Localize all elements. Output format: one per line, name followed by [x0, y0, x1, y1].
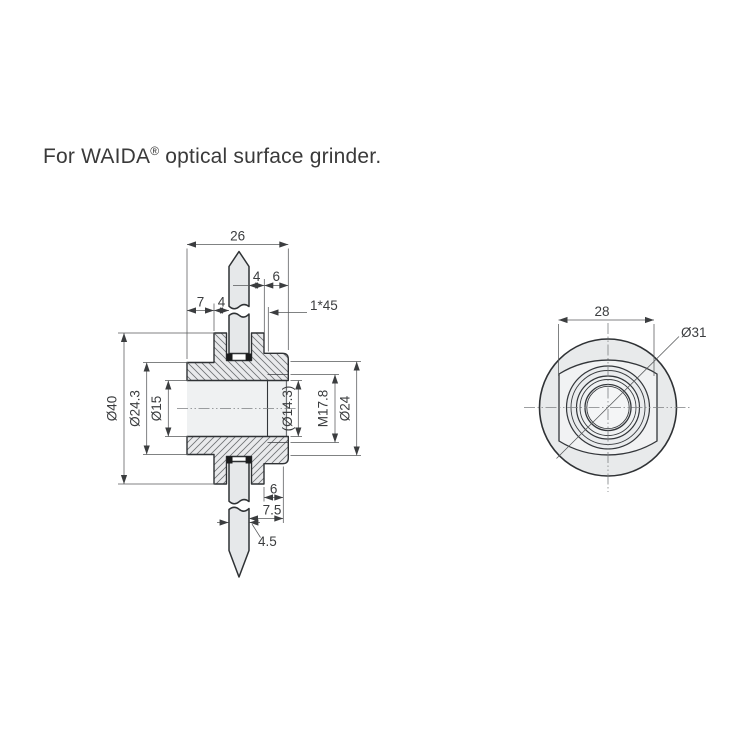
slot-gap-marks [226, 353, 252, 464]
dim-outer-dia-label: Ø31 [681, 325, 707, 340]
dim-end-length-label: 7.5 [263, 503, 282, 518]
dim-top-right-a-label: 4 [253, 269, 261, 284]
dim-top-left-a-label: 7 [197, 295, 205, 310]
section-lower-hatch [186, 435, 289, 485]
dim-chamfer-left-b-label: 4 [218, 295, 226, 310]
dim-top-right-b-label: 6 [273, 269, 281, 284]
side-dimensions [118, 241, 361, 538]
pin-top-piece [228, 250, 250, 310]
section-upper-hatch [186, 332, 289, 382]
dim-overall-width-label: 26 [230, 229, 245, 244]
bore-inner-circle [586, 385, 630, 430]
title-text: For WAIDA [43, 145, 151, 168]
dim-bore-dia-label: Ø15 [149, 396, 164, 422]
dim-thread-label: M17.8 [316, 390, 331, 428]
dim-chamfer-note-label: 1*45 [310, 298, 338, 313]
side-view: 26 4 6 7 4 1*45 Ø40 Ø24.3 Ø15 (Ø14.3) M1… [105, 229, 361, 578]
pin-top-lower-piece [228, 312, 250, 355]
drive-pin [228, 250, 250, 578]
title-text-rest: optical surface grinder. [159, 145, 382, 168]
dim-bore-ref-dia-label: (Ø14.3) [280, 386, 295, 432]
dim-across-flats-label: 28 [594, 304, 609, 319]
dim-pin-width-label: 4.5 [258, 534, 277, 549]
dim-flange-dia-label: Ø40 [105, 396, 120, 422]
front-view: 28 Ø31 [524, 304, 707, 492]
dim-hub-dia-label: Ø24.3 [128, 390, 143, 427]
page-title: For WAIDA® optical surface grinder. [43, 145, 381, 169]
dia31-leader-line [556, 336, 680, 459]
pin-bottom-piece [228, 506, 250, 578]
dim-hex-length-label: 6 [270, 482, 278, 497]
dim-end-dia-label: Ø24 [338, 395, 353, 421]
registered-mark: ® [150, 144, 160, 158]
front-dimensions [556, 316, 680, 459]
pin-bottom-upper-piece [228, 460, 250, 505]
